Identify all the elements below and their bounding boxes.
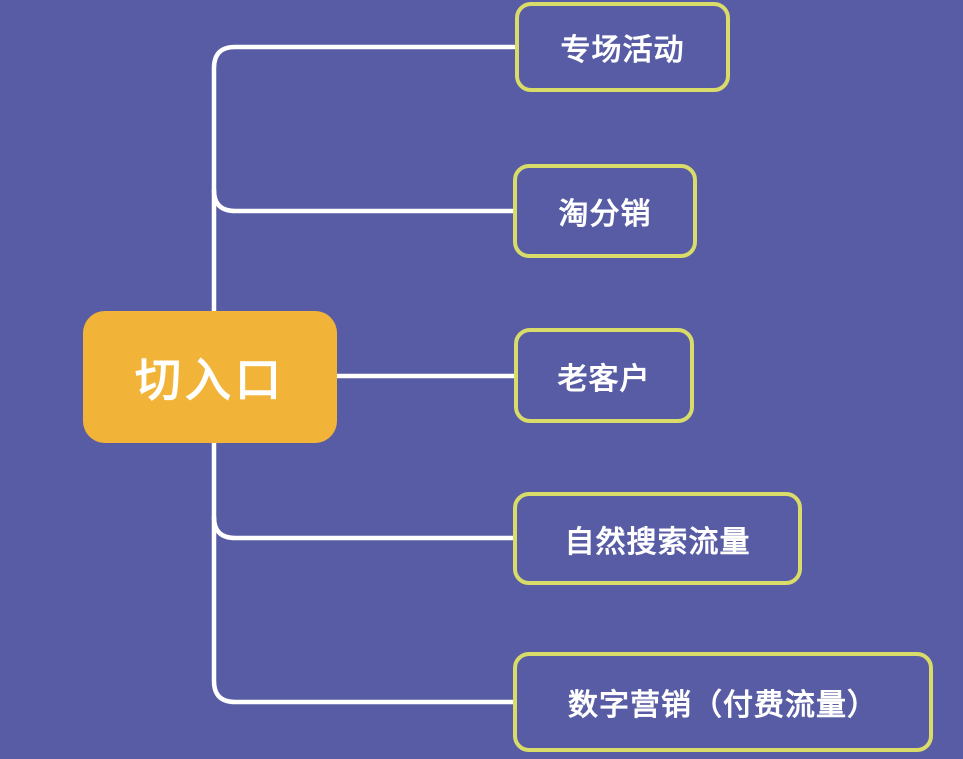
- branch-node-label: 自然搜索流量: [564, 525, 751, 559]
- root-node[interactable]: 切入口: [83, 311, 337, 443]
- connector-branch-2: [211, 187, 517, 214]
- branch-node-label: 数字营销（付费流量）: [568, 689, 878, 722]
- connector-branch-4: [211, 514, 517, 541]
- branch-node-tao-distribution[interactable]: 淘分销: [513, 164, 697, 258]
- branch-node-label: 淘分销: [558, 198, 652, 231]
- branch-node-organic-search[interactable]: 自然搜索流量: [513, 492, 802, 585]
- branch-node-label: 专场活动: [560, 34, 685, 67]
- branch-node-label: 老客户: [557, 362, 651, 396]
- branch-node-special-event[interactable]: 专场活动: [515, 2, 730, 92]
- branch-node-digital-marketing[interactable]: 数字营销（付费流量）: [513, 652, 933, 752]
- root-node-label: 切入口: [135, 354, 285, 406]
- branch-node-old-customers[interactable]: 老客户: [514, 328, 694, 423]
